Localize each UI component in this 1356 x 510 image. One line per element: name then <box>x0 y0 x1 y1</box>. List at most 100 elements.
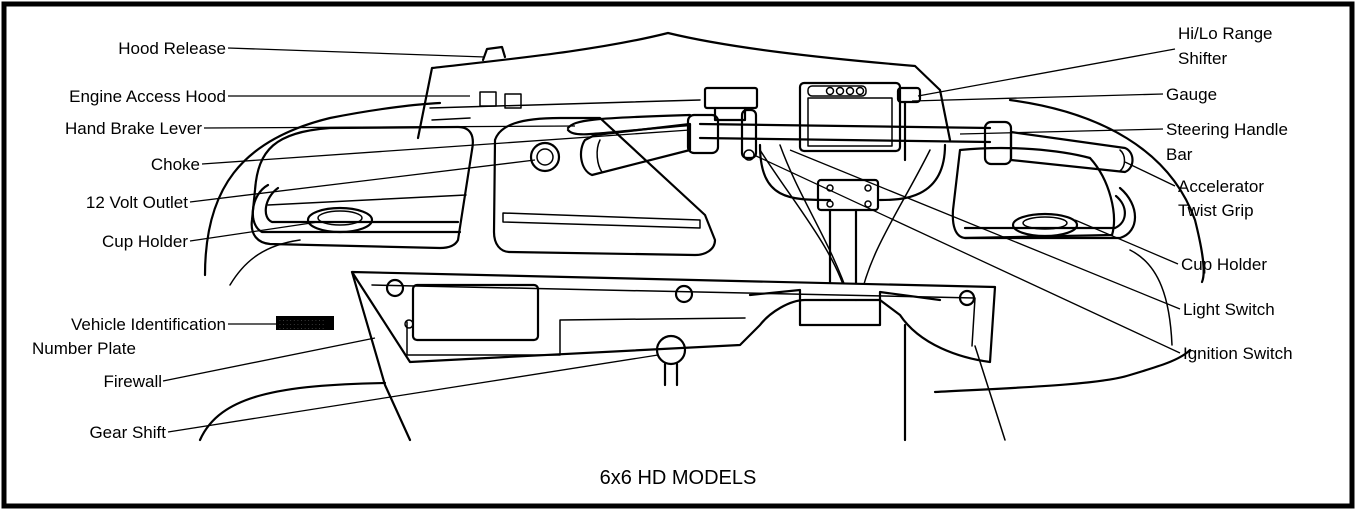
right-lower-fender <box>933 348 1192 394</box>
firewall-left-edge <box>350 270 412 442</box>
label-cup-holder-left: Cup Holder <box>102 232 188 251</box>
firewall-hole-4 <box>404 319 414 329</box>
labels: Hood Release Engine Access Hood Hand Bra… <box>32 24 1293 489</box>
left-grip <box>579 122 692 177</box>
wire-2 <box>859 149 931 301</box>
leader-cup-holder-right <box>1074 219 1179 265</box>
hood-lower-edge-2 <box>431 117 471 121</box>
gauge-button-1 <box>825 86 835 96</box>
leader-ignition-switch <box>753 154 1181 354</box>
label-steering-line2: Bar <box>1166 145 1193 164</box>
steering-u-brace <box>758 143 947 202</box>
label-accelerator-line2: Twist Grip <box>1178 201 1254 220</box>
firewall-hole-2 <box>674 284 694 304</box>
left-storage-panel <box>250 125 474 250</box>
label-gauge: Gauge <box>1166 85 1217 104</box>
label-range-shifter-line1: Hi/Lo Range <box>1178 24 1273 43</box>
label-gear-shift: Gear Shift <box>89 423 166 442</box>
leader-hood-release <box>227 47 486 58</box>
wire-3 <box>759 149 849 301</box>
leader-light-switch <box>789 149 1181 310</box>
label-cup-holder-right: Cup Holder <box>1181 255 1267 274</box>
vin-plate <box>276 316 334 330</box>
leader-gear-shift <box>167 354 659 433</box>
vin-plate-texture-2: - - - - - - - - - - - - - <box>279 323 324 326</box>
leader-range-shifter <box>917 48 1176 97</box>
gauge-button-3 <box>845 86 855 96</box>
right-grab-handle-2 <box>963 194 1126 230</box>
volt-outlet-inner <box>536 148 554 166</box>
label-accelerator-line1: Accelerator <box>1178 177 1264 196</box>
label-vin-plate-line1: Vehicle Identification <box>71 315 226 334</box>
right-grab-handle <box>963 186 1136 240</box>
label-ignition-switch: Ignition Switch <box>1183 344 1293 363</box>
master-cylinder <box>703 86 759 110</box>
firewall-opening <box>411 283 540 342</box>
light-switch <box>740 108 758 160</box>
left-switch-housing <box>686 113 720 155</box>
gear-shift-knob <box>655 334 687 366</box>
left-lower-fender <box>198 381 387 442</box>
label-hand-brake-lever: Hand Brake Lever <box>65 119 202 138</box>
leader-lines <box>162 47 1181 433</box>
leader-steering-bar <box>959 128 1164 135</box>
gauge-button-strip <box>807 85 867 97</box>
firewall-recess <box>406 317 746 356</box>
label-steering-line1: Steering Handle <box>1166 120 1288 139</box>
right-grip-end <box>1119 149 1126 172</box>
center-panel <box>492 116 717 257</box>
steering-bracket <box>816 178 880 212</box>
label-choke: Choke <box>151 155 200 174</box>
figure-caption: 6x6 HD MODELS <box>600 467 757 489</box>
firewall-hole-1 <box>385 278 405 298</box>
leader-accelerator <box>1124 161 1176 187</box>
label-firewall: Firewall <box>103 372 162 391</box>
vin-plate-texture-1: - - - - - - - - - - - - - <box>279 319 324 322</box>
vehicle-drawing: - - - - - - - - - - - - - - - - - - - - … <box>198 31 1205 442</box>
wire-1 <box>779 144 851 301</box>
left-grab-handle <box>251 183 462 234</box>
gear-shift-lever <box>663 362 679 387</box>
leader-cup-holder-left <box>189 221 319 242</box>
steering-bar-top <box>698 122 992 130</box>
firewall-right-edge <box>974 345 1006 441</box>
steering-bar-bottom <box>698 136 992 144</box>
right-fender <box>1008 98 1205 284</box>
leader-gauge <box>911 93 1164 102</box>
gauge-button-2 <box>835 86 845 96</box>
firewall-stem-base <box>748 288 942 327</box>
label-engine-access-hood: Engine Access Hood <box>69 87 226 106</box>
left-body-curve <box>229 239 301 286</box>
right-storage-panel <box>951 146 1116 240</box>
master-cylinder-body <box>713 106 747 122</box>
label-vin-plate-line2: Number Plate <box>32 339 136 358</box>
right-body-line <box>1129 249 1173 346</box>
leader-hand-brake-lever <box>203 125 576 129</box>
volt-outlet <box>529 141 561 173</box>
bracket-bolt-2 <box>864 184 872 192</box>
gauge-housing <box>798 81 902 153</box>
leader-firewall <box>162 337 376 382</box>
hood-connector-1 <box>479 91 497 107</box>
range-shifter-knob <box>896 86 922 104</box>
vin-plate-texture-3: - - - - - - - - - - - - - <box>279 327 324 330</box>
engine-access-hood <box>416 31 952 142</box>
label-hood-release: Hood Release <box>118 39 226 58</box>
leader-choke <box>201 129 691 165</box>
hood-lower-edge <box>429 99 701 109</box>
label-range-shifter-line2: Shifter <box>1178 49 1227 68</box>
bracket-bolt-3 <box>826 200 834 208</box>
bracket-bolt-4 <box>864 200 872 208</box>
label-volt-outlet: 12 Volt Outlet <box>86 193 188 212</box>
right-cup-holder <box>1011 212 1079 238</box>
center-slot <box>502 212 701 229</box>
left-cup-holder-inner <box>317 210 363 226</box>
right-grip <box>1009 130 1134 174</box>
left-fender <box>203 101 442 277</box>
leader-volt-outlet <box>189 159 536 203</box>
gauge-button-4 <box>855 86 865 96</box>
gauge-screen <box>807 97 893 147</box>
